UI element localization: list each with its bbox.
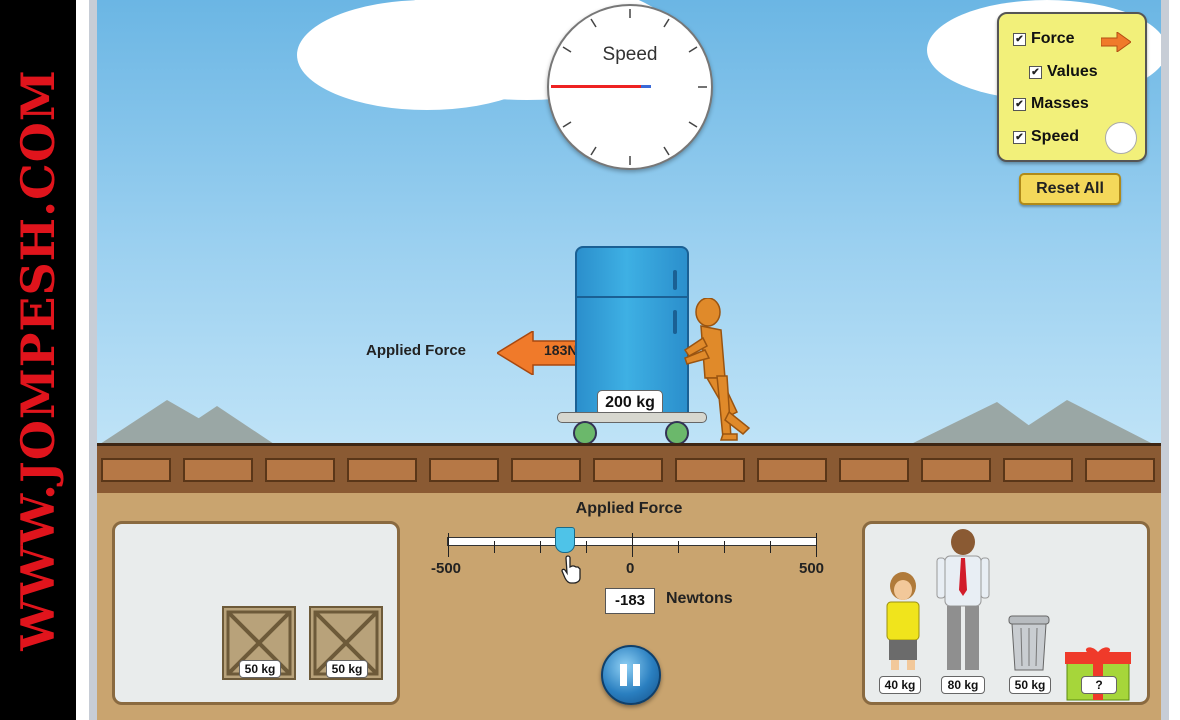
ground-brick [593, 458, 663, 482]
fridge-door-line [577, 296, 687, 298]
speedometer-gauge: Speed [547, 4, 713, 170]
mountain [157, 406, 277, 446]
pause-icon-bar [620, 664, 627, 686]
applied-force-value-field[interactable]: -183 [605, 588, 655, 614]
fridge-handle [673, 270, 677, 290]
girl-figure-icon[interactable] [881, 572, 925, 672]
speed-checkbox[interactable]: ✔ [1013, 130, 1026, 144]
left-object-tray: 50 kg 50 kg [112, 521, 400, 705]
trash-can-icon[interactable] [1007, 614, 1051, 672]
ground-brick [429, 458, 499, 482]
watermark-text: WWW.JOMPESH.COM [11, 69, 65, 651]
simulation-window: Speed ✔ Force ✔ Values ✔ Masses ✔ Speed … [89, 0, 1169, 720]
skateboard [557, 412, 707, 423]
fridge-handle [673, 310, 677, 334]
pause-button[interactable] [601, 645, 661, 705]
girl-mass-label: 40 kg [879, 676, 921, 694]
trash-can-mass-label: 50 kg [1009, 676, 1051, 694]
ground-brick [675, 458, 745, 482]
force-option-label: Force [1031, 30, 1075, 47]
applied-force-units: Newtons [666, 590, 733, 607]
slider-tick [448, 533, 449, 557]
hand-cursor-icon [561, 555, 581, 584]
mountain [997, 400, 1157, 446]
slider-tick [632, 533, 633, 557]
ground-brick [347, 458, 417, 482]
man-mass-label: 80 kg [941, 676, 985, 694]
slider-tick [724, 541, 725, 553]
speedometer-needle [551, 85, 650, 88]
slider-tick [770, 541, 771, 553]
skateboard-wheel [665, 421, 689, 445]
ground-brick [1003, 458, 1073, 482]
masses-option[interactable]: ✔ Masses [1013, 95, 1089, 113]
ground-brick [921, 458, 991, 482]
force-option[interactable]: ✔ Force [1013, 30, 1075, 48]
applied-force-slider-thumb[interactable] [554, 527, 575, 553]
man-figure-icon[interactable] [935, 528, 991, 674]
slider-tick [586, 541, 587, 553]
slider-tick [540, 541, 541, 553]
applied-force-arrow-value: 183N [544, 342, 578, 358]
speed-option[interactable]: ✔ Speed [1013, 128, 1079, 146]
ground-brick [101, 458, 171, 482]
applied-force-slider-title: Applied Force [575, 500, 683, 517]
slider-tick [816, 533, 817, 557]
mystery-mass-label: ? [1081, 676, 1117, 694]
fridge-mass-label: 200 kg [597, 390, 663, 416]
masses-option-label: Masses [1031, 95, 1089, 112]
slider-tick [494, 541, 495, 553]
ground-brick [839, 458, 909, 482]
ground-track [97, 443, 1161, 499]
ground-brick [183, 458, 253, 482]
right-object-tray: 40 kg 80 kg 50 kg ? [862, 521, 1150, 705]
speedometer-needle-tip [641, 85, 651, 88]
force-checkbox[interactable]: ✔ [1013, 32, 1026, 46]
watermark-strip: WWW.JOMPESH.COM [0, 0, 76, 720]
force-arrow-icon [1101, 32, 1131, 52]
pusher-figure-icon [683, 298, 751, 441]
ground-brick [757, 458, 827, 482]
reset-all-button[interactable]: Reset All [1019, 173, 1121, 205]
slider-min-label: -500 [431, 560, 462, 577]
crate-object[interactable]: 50 kg [222, 606, 296, 680]
values-option-label: Values [1047, 63, 1098, 80]
speed-option-label: Speed [1031, 128, 1080, 145]
crate-mass-label: 50 kg [326, 660, 368, 678]
skateboard-wheel [573, 421, 597, 445]
slider-tick [678, 541, 679, 553]
slider-max-label: 500 [799, 560, 825, 577]
applied-force-arrow-label: Applied Force [366, 342, 467, 359]
slider-mid-label: 0 [626, 560, 635, 577]
ground-brick [1085, 458, 1155, 482]
speedometer-label: Speed [602, 44, 658, 65]
pause-icon-bar [633, 664, 640, 686]
display-options-panel: ✔ Force ✔ Values ✔ Masses ✔ Speed [997, 12, 1147, 162]
ground-brick [511, 458, 581, 482]
crate-object[interactable]: 50 kg [309, 606, 383, 680]
values-option[interactable]: ✔ Values [1029, 63, 1098, 81]
values-checkbox[interactable]: ✔ [1029, 65, 1042, 79]
masses-checkbox[interactable]: ✔ [1013, 97, 1026, 111]
speedometer-mini-icon [1105, 122, 1137, 154]
ground-brick [265, 458, 335, 482]
crate-mass-label: 50 kg [239, 660, 281, 678]
